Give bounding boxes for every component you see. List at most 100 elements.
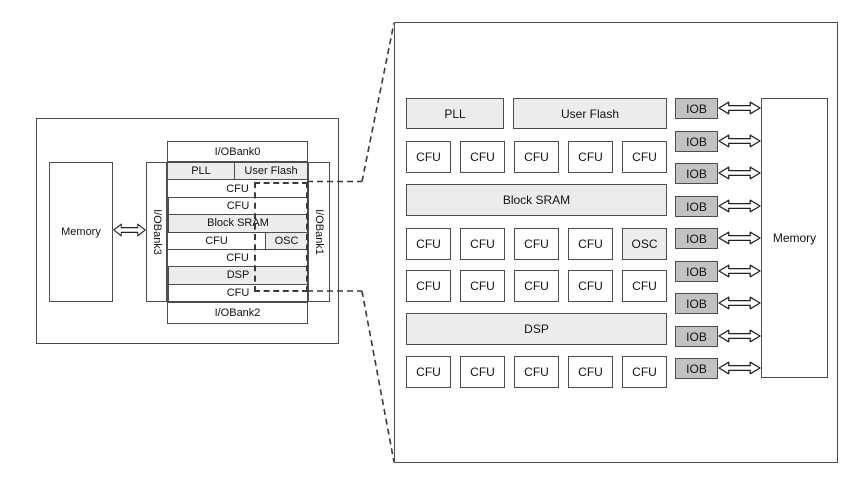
overview-row-pll-userflash: PLL User Flash [168, 163, 307, 180]
iob-label: IOB [686, 296, 707, 311]
overview-iobank3-label: I/OBank3 [150, 209, 163, 255]
overview-cfu-osc-row: CFU OSC [168, 231, 307, 249]
iob-label: IOB [686, 166, 707, 181]
double-arrow-icon [718, 264, 761, 278]
iob-block: IOB [675, 131, 718, 152]
double-arrow-icon [718, 166, 761, 180]
double-arrow-icon [718, 231, 761, 245]
cfu-block: CFU [406, 356, 451, 388]
block-sram-label: Block SRAM [502, 193, 571, 207]
detail-memory-block: Memory [761, 98, 828, 378]
cfu-label: CFU [470, 237, 495, 251]
overview-block-sram-label: Block SRAM [207, 217, 269, 230]
zoom-region-dashed-rect [254, 182, 308, 292]
double-arrow-icon [718, 361, 761, 375]
double-arrow-icon [718, 199, 761, 213]
double-arrow-icon [113, 223, 146, 237]
iob-label: IOB [686, 231, 707, 246]
iob-label: IOB [686, 199, 707, 214]
cfu-label: CFU [578, 150, 603, 164]
cfu-block: CFU [460, 356, 505, 388]
double-arrow-icon [718, 134, 761, 148]
iob-block: IOB [675, 163, 718, 184]
cfu-label: CFU [632, 150, 657, 164]
iob-block: IOB [675, 326, 718, 347]
overview-iobank1-bar: I/OBank1 [308, 162, 330, 302]
pll-label: PLL [444, 106, 466, 121]
overview-iobank2-bar: I/OBank2 [167, 302, 308, 324]
cfu-block: CFU [406, 228, 451, 260]
overview-user-flash-label: User Flash [244, 165, 298, 178]
cfu-block: CFU [460, 141, 505, 173]
overview-block-sram-row: Block SRAM [168, 214, 307, 232]
user-flash-block: User Flash [513, 98, 667, 129]
cfu-label: CFU [470, 365, 495, 379]
cfu-label: CFU [524, 365, 549, 379]
dsp-label: DSP [524, 322, 549, 336]
cfu-label: CFU [578, 365, 603, 379]
double-arrow-icon [718, 296, 761, 310]
iob-block: IOB [675, 358, 718, 379]
overview-cfu-row-1: CFU [168, 179, 307, 196]
overview-cfu-label: CFU [205, 234, 228, 247]
overview-user-flash-block: User Flash [234, 163, 307, 180]
user-flash-label: User Flash [560, 106, 619, 121]
cfu-block: CFU [460, 228, 505, 260]
overview-iobank0-label: I/OBank0 [214, 145, 261, 158]
iob-block: IOB [675, 98, 718, 119]
cfu-label: CFU [416, 365, 441, 379]
cfu-block: CFU [514, 141, 559, 173]
overview-osc-label: OSC [274, 234, 299, 247]
block-sram-block: Block SRAM [406, 184, 667, 216]
overview-osc-block: OSC [265, 232, 307, 249]
iob-label: IOB [686, 329, 707, 344]
overview-iobank1-label: I/OBank1 [313, 209, 326, 255]
iob-block: IOB [675, 196, 718, 217]
osc-label: OSC [631, 237, 658, 251]
osc-block: OSC [622, 228, 667, 260]
overview-iobank3-bar: I/OBank3 [146, 162, 167, 302]
cfu-label: CFU [632, 365, 657, 379]
iob-block: IOB [675, 293, 718, 314]
detail-panel-outline: PLL User Flash CFU CFU CFU CFU CFU Block… [394, 22, 838, 463]
cfu-label: CFU [524, 237, 549, 251]
iob-block: IOB [675, 228, 718, 249]
iob-label: IOB [686, 264, 707, 279]
overview-cfu-row-2: CFU [168, 196, 307, 215]
overview-pll-block: PLL [168, 163, 234, 180]
overview-chip-outline: Memory I/OBank3 I/OBank0 PLL User Flash … [36, 118, 339, 344]
overview-cfu-label: CFU [226, 252, 249, 265]
pll-block: PLL [406, 98, 504, 129]
overview-pll-label: PLL [191, 165, 211, 178]
iob-label: IOB [686, 361, 707, 376]
overview-dsp-row: DSP [168, 266, 307, 284]
overview-cfu-row-3: CFU [168, 248, 307, 266]
overview-memory-block: Memory [49, 162, 113, 302]
cfu-block: CFU [568, 228, 613, 260]
cfu-label: CFU [416, 150, 441, 164]
cfu-block: CFU [622, 141, 667, 173]
cfu-block: CFU [568, 356, 613, 388]
overview-core-rows: PLL User Flash CFU CFU Block SRAM CFU [167, 162, 308, 302]
cfu-label: CFU [470, 279, 495, 293]
double-arrow-icon [718, 329, 761, 343]
overview-iobank0-bar: I/OBank0 [167, 141, 308, 162]
detail-memory-label: Memory [772, 231, 817, 245]
cfu-block: CFU [514, 270, 559, 302]
cfu-block: CFU [568, 270, 613, 302]
overview-dsp-label: DSP [226, 269, 250, 282]
cfu-label: CFU [416, 279, 441, 293]
cfu-block: CFU [406, 270, 451, 302]
overview-cfu-label: CFU [226, 182, 249, 195]
overview-cfu-label: CFU [226, 286, 250, 299]
overview-cfu-row-4: CFU [168, 283, 307, 301]
double-arrow-icon [718, 101, 761, 115]
cfu-block: CFU [514, 356, 559, 388]
cfu-label: CFU [578, 237, 603, 251]
cfu-label: CFU [578, 279, 603, 293]
overview-iobank2-label: I/OBank2 [214, 307, 261, 319]
overview-cfu-label: CFU [226, 199, 250, 212]
cfu-label: CFU [524, 279, 549, 293]
cfu-block: CFU [568, 141, 613, 173]
